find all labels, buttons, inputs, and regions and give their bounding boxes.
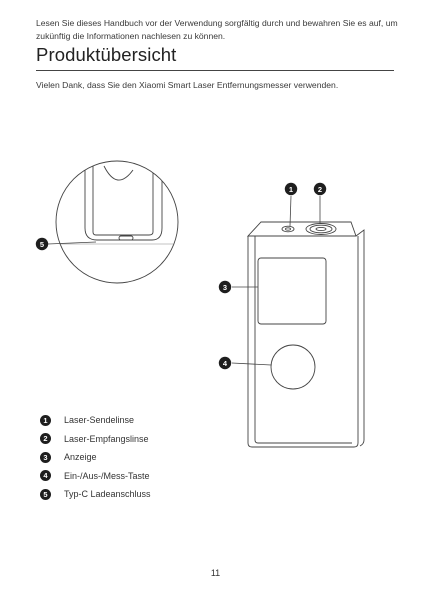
legend-label: Ein-/Aus-/Mess-Taste — [64, 470, 150, 481]
thanks-paragraph: Vielen Dank, dass Sie den Xiaomi Smart L… — [36, 80, 339, 90]
parts-legend: 1 Laser-Sendelinse 2 Laser-Empfangslinse… — [40, 411, 151, 504]
legend-label: Typ-C Ladeanschluss — [64, 489, 151, 500]
legend-label: Anzeige — [64, 452, 97, 463]
svg-text:1: 1 — [289, 185, 293, 194]
legend-item: 3 Anzeige — [40, 448, 151, 467]
usb-port-detail-view — [47, 160, 179, 284]
callout-1: 1 — [284, 182, 298, 196]
legend-number: 3 — [40, 451, 51, 463]
callout-2: 2 — [313, 182, 327, 196]
callout-5: 5 — [35, 237, 49, 251]
callout-4: 4 — [218, 356, 232, 370]
legend-item: 1 Laser-Sendelinse — [40, 411, 151, 430]
intro-paragraph: Lesen Sie dieses Handbuch vor der Verwen… — [36, 18, 398, 41]
page-number: 11 — [210, 568, 221, 578]
callout-3: 3 — [218, 280, 232, 294]
display-screen — [257, 257, 327, 325]
legend-number: 2 — [40, 433, 51, 445]
legend-item: 4 Ein-/Aus-/Mess-Taste — [40, 467, 151, 486]
legend-label: Laser-Sendelinse — [64, 415, 135, 426]
title-divider — [36, 70, 394, 71]
rangefinder-device — [246, 221, 365, 448]
callout-5-leader — [47, 241, 97, 245]
callout-4-leader — [231, 362, 272, 366]
legend-item: 5 Typ-C Ladeanschluss — [40, 485, 151, 504]
legend-number: 4 — [40, 470, 51, 482]
power-measure-button — [270, 344, 316, 390]
laser-receiver-lens — [305, 223, 337, 235]
svg-text:3: 3 — [223, 283, 227, 292]
svg-text:2: 2 — [318, 185, 322, 194]
page-title: Produktübersicht — [36, 44, 177, 65]
svg-text:4: 4 — [223, 359, 228, 368]
svg-text:5: 5 — [40, 240, 44, 249]
legend-number: 5 — [40, 488, 51, 500]
legend-item: 2 Laser-Empfangslinse — [40, 430, 151, 449]
callout-1-leader — [289, 195, 292, 227]
legend-label: Laser-Empfangslinse — [64, 433, 149, 444]
laser-emitter-lens — [281, 225, 295, 233]
legend-number: 1 — [40, 414, 51, 426]
